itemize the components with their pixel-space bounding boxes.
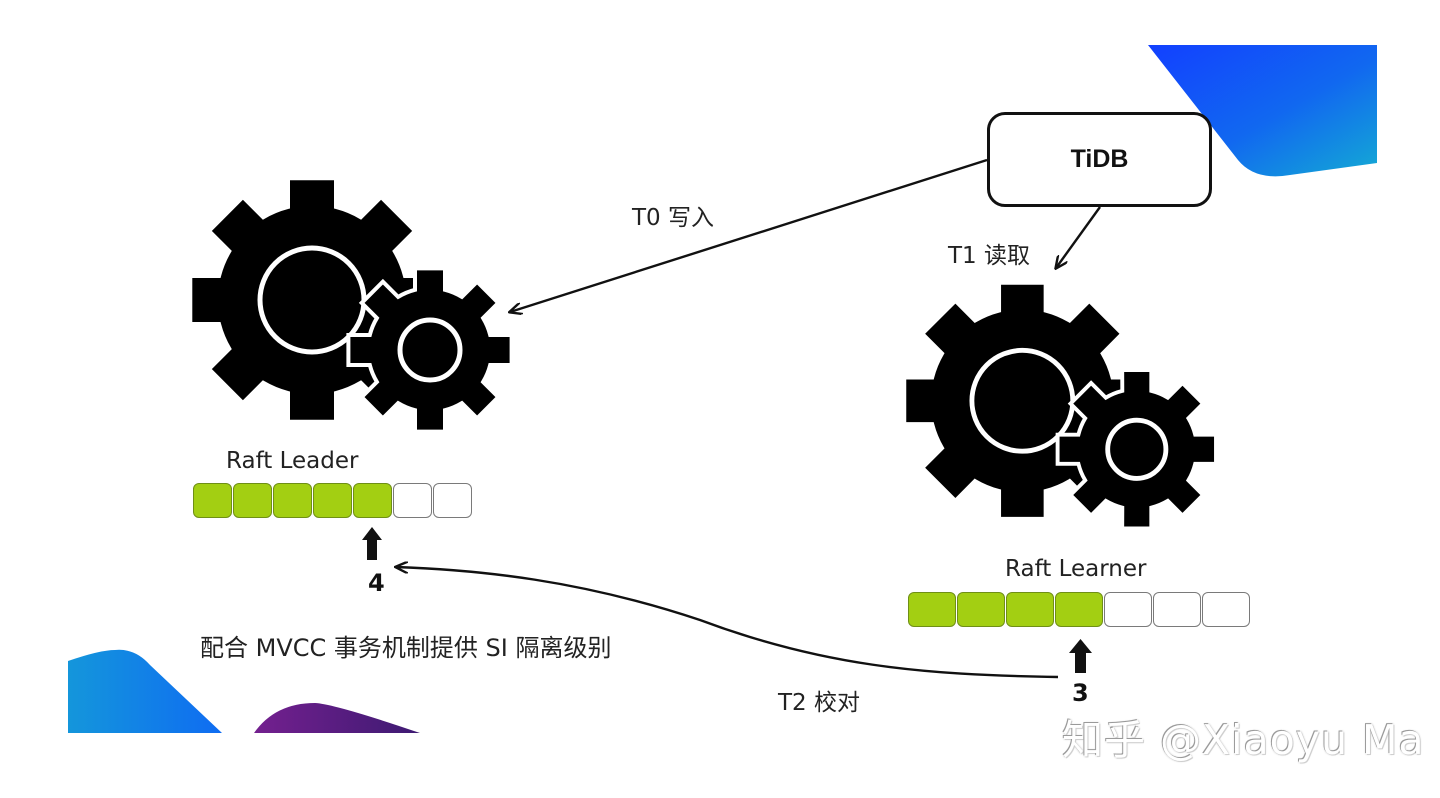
log-entry-empty (393, 483, 432, 518)
log-entry-empty (1104, 592, 1152, 627)
edge-read-label: T1 读取 (948, 243, 1030, 269)
log-entry-committed (1006, 592, 1054, 627)
small-gear-hub-icon (1105, 417, 1169, 481)
log-entry-empty (1202, 592, 1250, 627)
edge-check-label: T2 校对 (778, 690, 860, 716)
edge-check-arrow (396, 567, 1059, 679)
raft-learner-log (908, 592, 1250, 627)
raft-learner-gears-icon (902, 280, 1218, 531)
learner-pointer-arrow-icon (1069, 639, 1092, 673)
edge-write-arrow (510, 158, 988, 312)
small-gear-hub-icon (397, 317, 463, 383)
decor-shape-bottom-purple (254, 703, 420, 733)
leader-log-index: 4 (368, 569, 385, 597)
tidb-node: TiDB (987, 112, 1212, 207)
log-entry-committed (233, 483, 272, 518)
log-entry-committed (273, 483, 312, 518)
leader-pointer-arrow-icon (362, 527, 382, 560)
raft-leader-log (193, 483, 472, 518)
log-entry-committed (193, 483, 232, 518)
raft-leader-gears-icon (188, 176, 514, 434)
edge-write-label: T0 写入 (632, 205, 714, 231)
watermark-text: 知乎 @Xiaoyu Ma (1062, 716, 1425, 764)
log-entry-committed (957, 592, 1005, 627)
edge-read-arrow (1056, 206, 1101, 268)
log-entry-committed (908, 592, 956, 627)
raft-leader-label: Raft Leader (226, 448, 359, 474)
log-entry-committed (313, 483, 352, 518)
learner-log-index: 3 (1072, 679, 1089, 707)
decor-shape-top-right (1148, 45, 1377, 177)
caption-text: 配合 MVCC 事务机制提供 SI 隔离级别 (200, 634, 612, 662)
log-entry-empty (1153, 592, 1201, 627)
log-entry-committed (353, 483, 392, 518)
tidb-node-label: TiDB (1070, 145, 1129, 173)
log-entry-empty (433, 483, 472, 518)
raft-learner-label: Raft Learner (1005, 556, 1147, 582)
log-entry-committed (1055, 592, 1103, 627)
decor-shape-bottom-left (68, 649, 222, 733)
